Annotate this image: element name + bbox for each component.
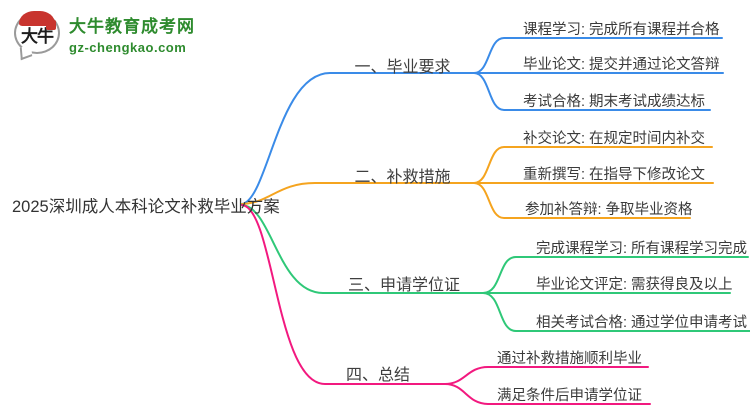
logo-bubble-icon: 大牛 — [14, 11, 60, 54]
leaf-1-1: 课程学习: 完成所有课程并合格 — [523, 22, 720, 38]
leaf-3-3: 相关考试合格: 通过学位申请考试 — [536, 315, 748, 331]
leaf-1-3: 考试合格: 期末考试成绩达标 — [523, 94, 706, 110]
branch-3-label: 三、申请学位证 — [347, 277, 460, 294]
leaf-1-2: 毕业论文: 提交并通过论文答辩 — [523, 57, 720, 73]
site-logo: 大牛 大牛教育成考网 gz-chengkao.com — [14, 11, 195, 55]
leaf-3-2: 毕业论文评定: 需获得良及以上 — [536, 277, 733, 293]
leaf-2-1: 补交论文: 在规定时间内补交 — [523, 131, 706, 147]
leaf-4-1: 通过补救措施顺利毕业 — [497, 351, 642, 367]
branch-2-label: 二、补救措施 — [354, 169, 451, 186]
leaf-2-3: 参加补答辩: 争取毕业资格 — [525, 202, 693, 218]
leaf-3-1: 完成课程学习: 所有课程学习完成 — [536, 241, 748, 257]
red-seal-icon — [46, 20, 56, 30]
leaf-2-2: 重新撰写: 在指导下修改论文 — [523, 167, 706, 183]
logo-title: 大牛教育成考网 — [69, 17, 195, 36]
branch-1-label: 一、毕业要求 — [354, 59, 451, 76]
logo-domain: gz-chengkao.com — [69, 39, 187, 55]
logo-bubble-text: 大牛 — [21, 26, 54, 46]
branch-4-label: 四、总结 — [345, 367, 410, 384]
root-node: 2025深圳成人本科论文补救毕业方案 — [12, 198, 280, 216]
leaf-4-2: 满足条件后申请学位证 — [497, 388, 642, 404]
